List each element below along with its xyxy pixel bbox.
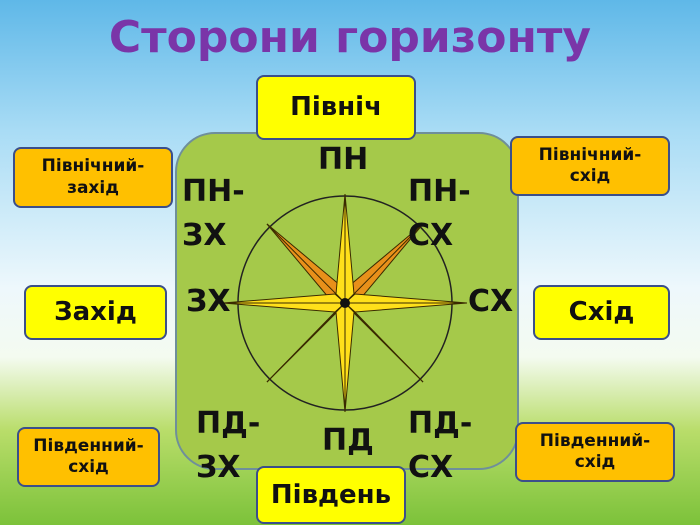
box-northwest: Північний-захід: [13, 147, 173, 208]
box-east: Схід: [533, 285, 670, 340]
box-south: Південь: [256, 466, 406, 524]
compass-rose-icon: [222, 193, 468, 413]
label-se-2: СХ: [408, 450, 454, 485]
label-s: ПД: [322, 423, 374, 458]
box-southwest: Південний-схід: [17, 427, 160, 487]
label-nw-1: ПН-: [182, 174, 245, 209]
box-southeast: Південний-схід: [515, 422, 675, 482]
label-ne-1: ПН-: [408, 174, 471, 209]
label-n: ПН: [318, 142, 369, 177]
label-sw-1: ПД-: [196, 406, 261, 441]
box-northeast: Північний-схід: [510, 136, 670, 196]
box-west: Захід: [24, 285, 167, 340]
label-se-1: ПД-: [408, 406, 473, 441]
label-w: ЗХ: [186, 284, 231, 319]
label-ne-2: СХ: [408, 218, 454, 253]
slide-title: Сторони горизонту: [108, 12, 592, 63]
label-e: СХ: [468, 284, 514, 319]
label-nw-2: ЗХ: [182, 218, 227, 253]
label-sw-2: ЗХ: [196, 450, 241, 485]
box-north: Північ: [256, 75, 416, 140]
